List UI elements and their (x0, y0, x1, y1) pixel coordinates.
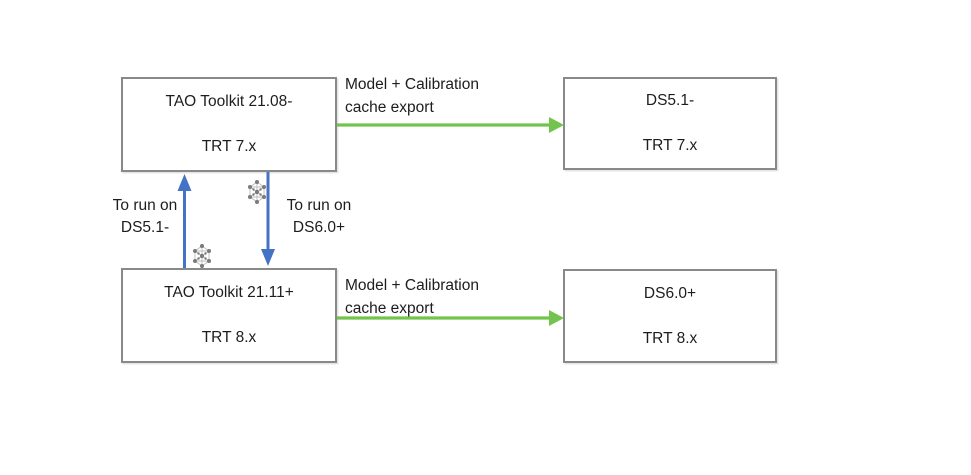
box-subtitle-line: TRT 8.x (642, 329, 698, 347)
snowflake-lattice-icon (193, 244, 211, 268)
box-title-line: DS5.1- (645, 92, 695, 110)
label-line: DS5.1- (120, 218, 170, 236)
box-title-line: TAO Toolkit 21.11+ (164, 283, 294, 301)
snowflake-lattice-icon (248, 180, 266, 204)
box-subtitle-line: TRT 7.x (201, 138, 257, 156)
label-line: To run on (112, 197, 178, 214)
label-line: cache export (345, 299, 434, 317)
label-run-on-ds51: To run on DS5.1- (106, 195, 184, 238)
label-run-on-ds60: To run on DS6.0+ (281, 195, 357, 238)
label-line: Model + Calibration (345, 277, 479, 294)
run-on-ds51-arrow-head (177, 174, 192, 191)
label-export-top: Model + Calibration cache export (345, 74, 479, 119)
box-tao-toolkit-2111: TAO Toolkit 21.11+ TRT 8.x (121, 268, 337, 363)
box-title-line: TAO Toolkit 21.08- (165, 92, 293, 110)
run-on-ds60-arrow-head (261, 249, 275, 266)
box-subtitle-line: TRT 7.x (642, 136, 698, 154)
box-ds60: DS6.0+ TRT 8.x (563, 269, 777, 363)
lattice-glyph (248, 180, 266, 204)
box-ds51: DS5.1- TRT 7.x (563, 77, 777, 170)
label-line: DS6.0+ (292, 218, 346, 236)
label-export-bottom: Model + Calibration cache export (345, 275, 479, 320)
export-arrow-top (337, 117, 564, 133)
label-line: cache export (345, 98, 434, 116)
export-arrow-top-head (549, 117, 564, 133)
label-line: Model + Calibration (345, 76, 479, 93)
export-arrow-bottom-head (549, 310, 564, 326)
box-subtitle-line: TRT 8.x (201, 329, 257, 347)
box-tao-toolkit-2108: TAO Toolkit 21.08- TRT 7.x (121, 77, 337, 172)
label-line: To run on (286, 197, 352, 214)
lattice-glyph (193, 244, 211, 268)
box-title-line: DS6.0+ (643, 284, 697, 302)
